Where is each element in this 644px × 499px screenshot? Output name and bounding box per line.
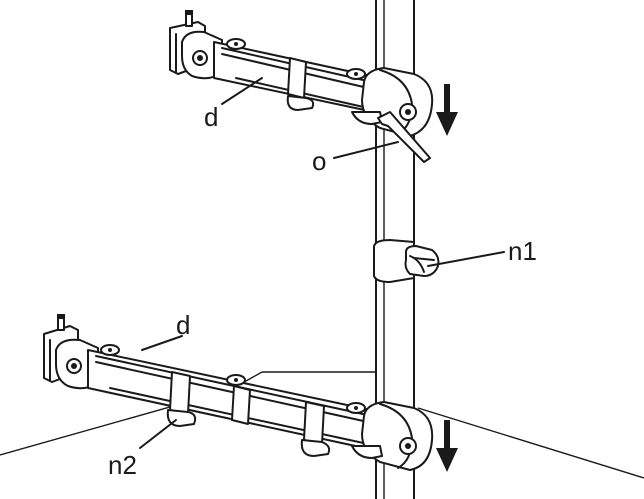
clamp-collar [373,239,440,283]
down-arrow-icon [436,420,458,472]
monitor-arm-top [169,10,434,137]
leader-lines [139,77,505,449]
monitor-arm-bottom [43,314,434,471]
callout-arm-top: d [204,102,218,132]
callout-cable-clip: n2 [108,450,137,480]
hex-key [377,111,431,163]
down-arrow-icon [436,84,458,136]
callout-hex-key: o [312,146,326,176]
callout-arm-bottom: d [176,310,190,340]
callout-clamp-collar: n1 [508,236,537,266]
